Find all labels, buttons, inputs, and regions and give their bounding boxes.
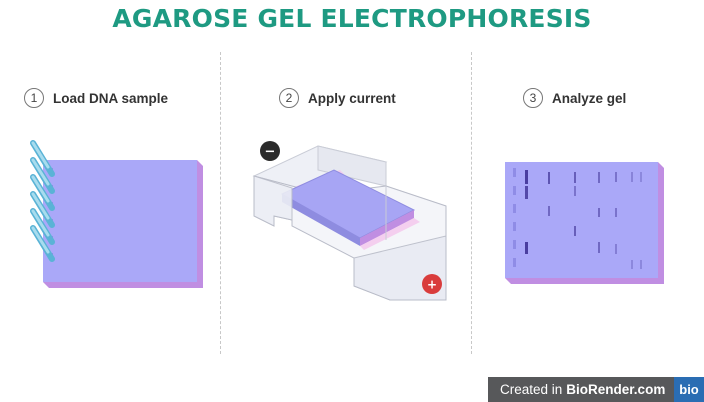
- dna-bands: [525, 170, 642, 269]
- electrode-positive-icon: +: [422, 274, 442, 294]
- divider-1: [220, 52, 221, 354]
- negative-sign: −: [265, 145, 276, 160]
- pipette-tip-icon: [30, 140, 55, 262]
- credit-text: Created in BioRender.com: [488, 377, 674, 402]
- step-2: 2 Apply current: [279, 88, 396, 108]
- gel-wells: [513, 168, 516, 267]
- positive-sign: +: [427, 278, 437, 292]
- electrophoresis-chamber: [252, 145, 447, 301]
- gel-loading-illustration: [30, 140, 203, 288]
- analyzed-gel: [505, 162, 664, 284]
- gel-3-face: [505, 162, 658, 278]
- credit-brand: BioRender.com: [566, 382, 666, 397]
- step-1: 1 Load DNA sample: [24, 88, 168, 108]
- gel-1-face: [43, 160, 197, 282]
- step-2-number: 2: [279, 88, 299, 108]
- step-3-number: 3: [523, 88, 543, 108]
- step-3-label: Analyze gel: [552, 90, 627, 106]
- biorender-credit[interactable]: Created in BioRender.com bio: [488, 377, 704, 402]
- credit-prefix: Created in: [500, 382, 563, 397]
- step-1-number: 1: [24, 88, 44, 108]
- step-1-label: Load DNA sample: [53, 90, 169, 106]
- step-3: 3 Analyze gel: [523, 88, 626, 108]
- electrode-negative-icon: −: [260, 141, 280, 161]
- page-title: AGAROSE GEL ELECTROPHORESIS: [112, 4, 592, 33]
- divider-2: [471, 52, 472, 354]
- biorender-logo-icon: bio: [674, 377, 704, 402]
- step-2-label: Apply current: [308, 90, 396, 106]
